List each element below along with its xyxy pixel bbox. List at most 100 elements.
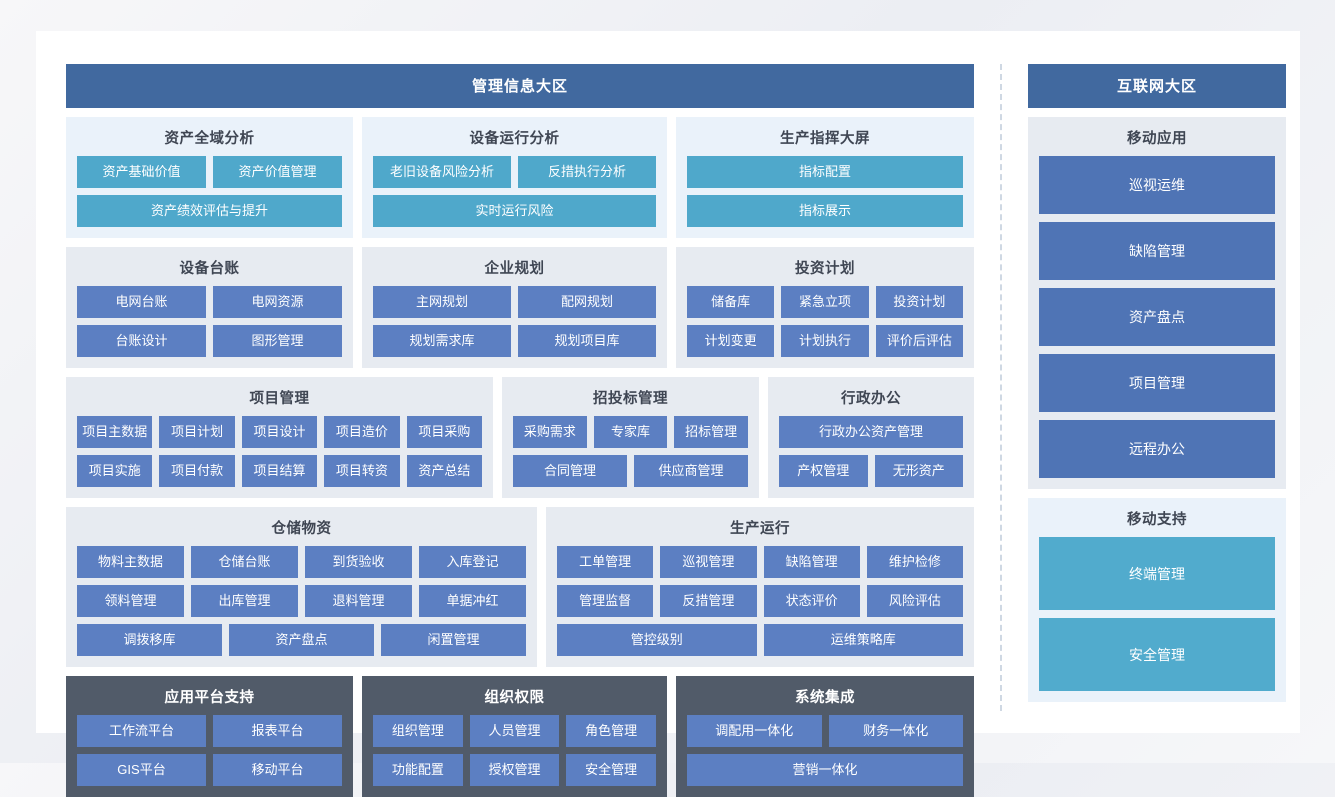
tile-反措管理[interactable]: 反措管理 [660, 585, 757, 617]
tile-反措执行分析[interactable]: 反措执行分析 [518, 156, 656, 188]
tile-台账设计[interactable]: 台账设计 [77, 325, 206, 357]
tile-供应商管理[interactable]: 供应商管理 [634, 455, 748, 487]
tile-row: 实时运行风险 [373, 195, 656, 227]
tile-调拨移库[interactable]: 调拨移库 [77, 624, 222, 656]
tile-招标管理[interactable]: 招标管理 [674, 416, 749, 448]
tile-投资计划[interactable]: 投资计划 [875, 286, 963, 318]
tile-授权管理[interactable]: 授权管理 [469, 754, 560, 786]
tile-管控级别[interactable]: 管控级别 [557, 624, 757, 656]
tile-工单管理[interactable]: 工单管理 [557, 546, 654, 578]
tile-组织管理[interactable]: 组织管理 [373, 715, 463, 747]
tile-紧急立项[interactable]: 紧急立项 [781, 286, 869, 318]
tile-运维策略库[interactable]: 运维策略库 [763, 624, 963, 656]
tile-巡视运维[interactable]: 巡视运维 [1039, 156, 1275, 214]
tile-到货验收[interactable]: 到货验收 [305, 546, 412, 578]
tile-入库登记[interactable]: 入库登记 [419, 546, 526, 578]
tile-实时运行风险[interactable]: 实时运行风险 [373, 195, 656, 227]
tile-出库管理[interactable]: 出库管理 [191, 585, 298, 617]
tile-row: 调拨移库资产盘点闲置管理 [77, 624, 526, 656]
tile-缺陷管理[interactable]: 缺陷管理 [1039, 222, 1275, 280]
tile-人员管理[interactable]: 人员管理 [469, 715, 560, 747]
tile-项目实施[interactable]: 项目实施 [77, 455, 153, 487]
tile-项目管理[interactable]: 项目管理 [1039, 354, 1275, 412]
tile-row: 工作流平台报表平台 [77, 715, 342, 747]
panel-设备台账: 设备台账电网台账电网资源台账设计图形管理 [66, 247, 353, 368]
tile-巡视管理[interactable]: 巡视管理 [660, 546, 757, 578]
tile-项目造价[interactable]: 项目造价 [324, 416, 400, 448]
tile-工作流平台[interactable]: 工作流平台 [77, 715, 206, 747]
tile-缺陷管理[interactable]: 缺陷管理 [763, 546, 860, 578]
tile-图形管理[interactable]: 图形管理 [213, 325, 342, 357]
tile-储备库[interactable]: 储备库 [687, 286, 775, 318]
tile-资产基础价值[interactable]: 资产基础价值 [77, 156, 206, 188]
tile-row: 指标配置 [687, 156, 963, 188]
tile-退料管理[interactable]: 退料管理 [305, 585, 412, 617]
tile-指标配置[interactable]: 指标配置 [687, 156, 963, 188]
tile-规划项目库[interactable]: 规划项目库 [518, 325, 656, 357]
tile-合同管理[interactable]: 合同管理 [513, 455, 627, 487]
tile-远程办公[interactable]: 远程办公 [1039, 420, 1275, 478]
panel-title: 仓储物资 [271, 521, 332, 537]
tile-资产盘点[interactable]: 资产盘点 [1039, 288, 1275, 346]
tile-单据冲红[interactable]: 单据冲红 [419, 585, 526, 617]
tile-安全管理[interactable]: 安全管理 [566, 754, 657, 786]
tile-专家库[interactable]: 专家库 [593, 416, 668, 448]
tile-产权管理[interactable]: 产权管理 [779, 455, 868, 487]
tile-营销一体化[interactable]: 营销一体化 [687, 754, 963, 786]
tile-闲置管理[interactable]: 闲置管理 [381, 624, 526, 656]
tile-项目转资[interactable]: 项目转资 [324, 455, 400, 487]
tile-采购需求[interactable]: 采购需求 [513, 416, 587, 448]
panel-生产运行: 生产运行工单管理巡视管理缺陷管理维护检修管理监督反措管理状态评价风险评估管控级别… [546, 507, 974, 667]
tile-老旧设备风险分析[interactable]: 老旧设备风险分析 [373, 156, 511, 188]
tile-资产价值管理[interactable]: 资产价值管理 [213, 156, 342, 188]
tile-项目计划[interactable]: 项目计划 [159, 416, 235, 448]
tile-评价后评估[interactable]: 评价后评估 [875, 325, 963, 357]
tile-维护检修[interactable]: 维护检修 [866, 546, 963, 578]
tile-计划执行[interactable]: 计划执行 [781, 325, 869, 357]
tile-row: 功能配置授权管理安全管理 [373, 754, 657, 786]
tile-仓储台账[interactable]: 仓储台账 [191, 546, 298, 578]
tile-row: 储备库紧急立项投资计划 [687, 286, 963, 318]
tile-项目设计[interactable]: 项目设计 [241, 416, 318, 448]
tile-功能配置[interactable]: 功能配置 [373, 754, 463, 786]
tile-规划需求库[interactable]: 规划需求库 [373, 325, 511, 357]
tile-GIS平台[interactable]: GIS平台 [77, 754, 206, 786]
tile-主网规划[interactable]: 主网规划 [373, 286, 511, 318]
tile-资产盘点[interactable]: 资产盘点 [229, 624, 374, 656]
tile-计划变更[interactable]: 计划变更 [687, 325, 775, 357]
tile-风险评估[interactable]: 风险评估 [866, 585, 963, 617]
tile-rows: 物料主数据仓储台账到货验收入库登记领料管理出库管理退料管理单据冲红调拨移库资产盘… [77, 546, 526, 656]
tile-row: 资产绩效评估与提升 [77, 195, 342, 227]
tile-移动平台[interactable]: 移动平台 [213, 754, 342, 786]
tile-财务一体化[interactable]: 财务一体化 [828, 715, 963, 747]
tile-项目结算[interactable]: 项目结算 [241, 455, 318, 487]
panel-title: 资产全域分析 [164, 131, 255, 147]
tile-row: 规划需求库规划项目库 [373, 325, 656, 357]
tile-报表平台[interactable]: 报表平台 [213, 715, 342, 747]
tile-领料管理[interactable]: 领料管理 [77, 585, 184, 617]
tile-项目主数据[interactable]: 项目主数据 [77, 416, 153, 448]
tile-电网资源[interactable]: 电网资源 [213, 286, 342, 318]
tile-行政办公资产管理[interactable]: 行政办公资产管理 [779, 416, 963, 448]
tile-项目付款[interactable]: 项目付款 [159, 455, 235, 487]
tile-物料主数据[interactable]: 物料主数据 [77, 546, 184, 578]
tile-配网规划[interactable]: 配网规划 [518, 286, 656, 318]
tile-资产绩效评估与提升[interactable]: 资产绩效评估与提升 [77, 195, 342, 227]
tile-项目采购[interactable]: 项目采购 [406, 416, 483, 448]
tile-rows: 指标配置指标展示 [687, 156, 963, 227]
tile-row: 组织管理人员管理角色管理 [373, 715, 657, 747]
internet-zone-panels: 移动应用巡视运维缺陷管理资产盘点项目管理远程办公移动支持终端管理安全管理 [1028, 108, 1286, 702]
tile-角色管理[interactable]: 角色管理 [566, 715, 657, 747]
panel-移动应用: 移动应用巡视运维缺陷管理资产盘点项目管理远程办公 [1028, 117, 1286, 489]
tile-资产总结[interactable]: 资产总结 [406, 455, 483, 487]
tile-调配用一体化[interactable]: 调配用一体化 [687, 715, 822, 747]
tile-终端管理[interactable]: 终端管理 [1039, 537, 1275, 610]
tile-rows: 项目主数据项目计划项目设计项目造价项目采购项目实施项目付款项目结算项目转资资产总… [77, 416, 483, 487]
tile-无形资产[interactable]: 无形资产 [874, 455, 963, 487]
tile-rows: 采购需求专家库招标管理合同管理供应商管理 [513, 416, 749, 487]
tile-安全管理[interactable]: 安全管理 [1039, 618, 1275, 691]
tile-指标展示[interactable]: 指标展示 [687, 195, 963, 227]
tile-状态评价[interactable]: 状态评价 [763, 585, 860, 617]
tile-电网台账[interactable]: 电网台账 [77, 286, 206, 318]
tile-管理监督[interactable]: 管理监督 [557, 585, 654, 617]
